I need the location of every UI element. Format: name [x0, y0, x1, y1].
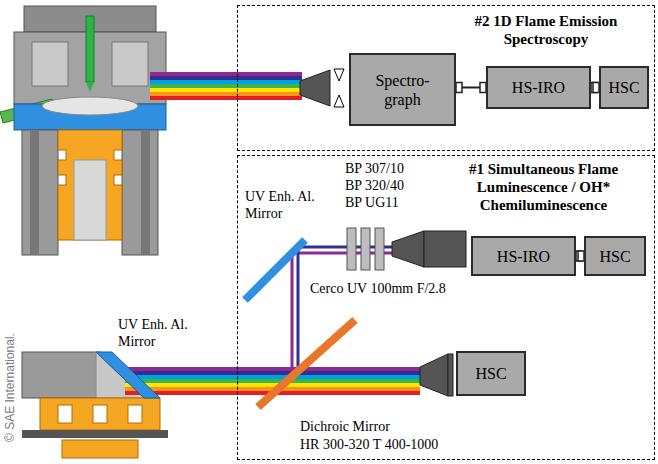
combustion-chamber: [42, 97, 138, 115]
beam-violet: [292, 253, 392, 376]
watermark: © SAE International.: [3, 333, 17, 442]
lens: [300, 70, 330, 106]
dichroic-mirror: [258, 320, 355, 407]
beam-cyan: [125, 375, 420, 379]
dashed-region: #2 1D Flame Emission SpectroscopySpectro…: [237, 5, 655, 151]
device-box: HS-IRO: [471, 236, 576, 276]
uv-mirror: [245, 240, 305, 300]
beam-blue: [125, 371, 420, 375]
piston-window: [128, 405, 142, 423]
box-label: HS-IRO: [497, 247, 550, 266]
valve-port: [32, 42, 68, 86]
piston-foot: [62, 440, 138, 458]
slit: [334, 95, 344, 107]
connector-group: [456, 83, 486, 93]
connector-group: [576, 251, 584, 261]
box-label: HSC: [599, 247, 630, 266]
region-title: #2 1D Flame Emission Spectroscopy: [441, 12, 651, 48]
box-label: HSC: [475, 364, 506, 383]
beam-green: [150, 84, 302, 88]
component-label: Cerco UV 100mm F/2.8: [310, 280, 446, 297]
beam-violet: [125, 367, 420, 371]
beam-yellow: [150, 88, 302, 92]
region-title: #1 Simultaneous Flame Luminescence / OH*…: [436, 160, 651, 214]
component-label: HR 300-320 T 400-1000: [300, 436, 438, 453]
component-label: BP 307/10: [345, 160, 404, 177]
box-label: HS-IRO: [512, 78, 565, 97]
component-label: BP 320/40: [345, 177, 404, 194]
beam-red: [150, 96, 302, 100]
wall-liner: [141, 130, 150, 255]
component-label: Dichroic Mirror: [300, 418, 390, 435]
piston-body: [40, 398, 160, 430]
uv-lens: [392, 231, 424, 267]
connector-junction: [456, 83, 462, 93]
component-label: UV Enh. Al. Mirror: [245, 188, 317, 222]
slit: [334, 69, 344, 81]
beam-cyan: [150, 80, 302, 84]
beam-orange: [150, 92, 302, 96]
beam-violet: [150, 72, 302, 76]
cylinder-wall: [122, 130, 158, 255]
piston-base: [22, 430, 168, 438]
filter: [347, 228, 356, 270]
filter: [361, 228, 370, 270]
lens-barrel: [424, 231, 466, 267]
piston: [58, 130, 122, 240]
filter: [375, 228, 384, 270]
injector: [86, 16, 94, 82]
light-beam-top: [150, 74, 302, 98]
injector-tip: [86, 82, 94, 92]
box-label: Spectro- graph: [367, 71, 439, 109]
piston-extension: [22, 352, 100, 398]
beam-yellow: [125, 383, 420, 387]
connector-group: [591, 83, 599, 93]
component-label: BP UG11: [345, 194, 399, 211]
lens: [420, 354, 448, 396]
beam-green: [125, 379, 420, 383]
component-label: UV Enh. Al. Mirror: [118, 316, 190, 350]
device-box: HS-IRO: [486, 66, 591, 109]
lens-barrel: [448, 354, 453, 396]
piston-window: [93, 405, 107, 423]
piston-bore: [74, 160, 106, 240]
piston-window: [58, 405, 72, 423]
engine-head: [0, 6, 166, 255]
valve-port: [112, 42, 148, 86]
device-box: HSC: [599, 66, 649, 109]
uv-mirror: [96, 352, 160, 398]
cylinder-wall: [22, 130, 58, 255]
device-box: HSC: [584, 236, 646, 276]
box-label: HSC: [608, 78, 639, 97]
beam-blue: [150, 76, 302, 80]
device-box: HSC: [456, 351, 526, 396]
wall-liner: [30, 130, 39, 255]
device-box: Spectro- graph: [349, 53, 456, 126]
